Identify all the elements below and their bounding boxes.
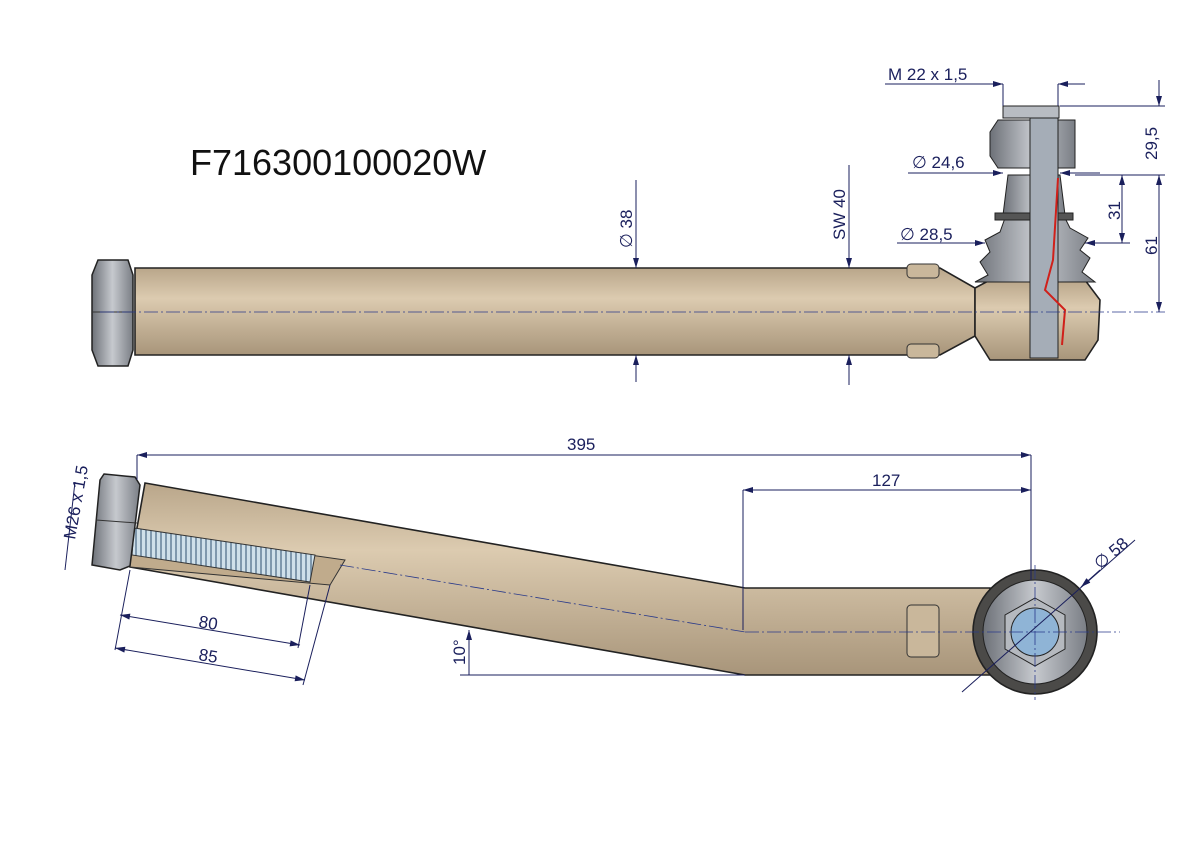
hex-nut-side (91, 473, 141, 571)
stud-section (1029, 105, 1059, 359)
top-view: ∅ 38 SW 40 M 22 x 1,5 ∅ 24,6 ∅ 28,5 29,5… (91, 65, 1165, 385)
wrench-flat-bottom (906, 343, 940, 359)
dim-boot-diameter: ∅ 28,5 (900, 225, 953, 244)
wrench-flat-top (906, 263, 940, 279)
seal-line (1043, 177, 1067, 346)
wrench-flat-side (906, 604, 940, 658)
hex-nut-top (91, 259, 134, 367)
dim-height-mid: 31 (1105, 201, 1124, 220)
side-view: 395 127 ∅ 58 M26 x 1,5 80 85 10° (60, 435, 1136, 700)
dim-rod-thread: M26 x 1,5 (60, 464, 92, 541)
dim-height-top: 29,5 (1142, 127, 1161, 160)
dim-length-eye: 127 (872, 471, 900, 490)
dim-stud-diameter: ∅ 24,6 (912, 153, 965, 172)
dim-tube-diameter: ∅ 38 (617, 210, 636, 248)
dim-angle: 10° (450, 639, 469, 665)
tube-body (134, 267, 976, 356)
dim-eye-diameter: ∅ 58 (1090, 534, 1132, 573)
dim-height-total: 61 (1142, 236, 1161, 255)
part-number: F716300100020W (190, 142, 486, 183)
dim-stud-thread: M 22 x 1,5 (888, 65, 967, 84)
dim-thread-length-80: 80 (197, 612, 219, 634)
dim-wrench-size: SW 40 (830, 189, 849, 240)
dim-length-total: 395 (567, 435, 595, 454)
dim-thread-length-85: 85 (197, 645, 219, 667)
